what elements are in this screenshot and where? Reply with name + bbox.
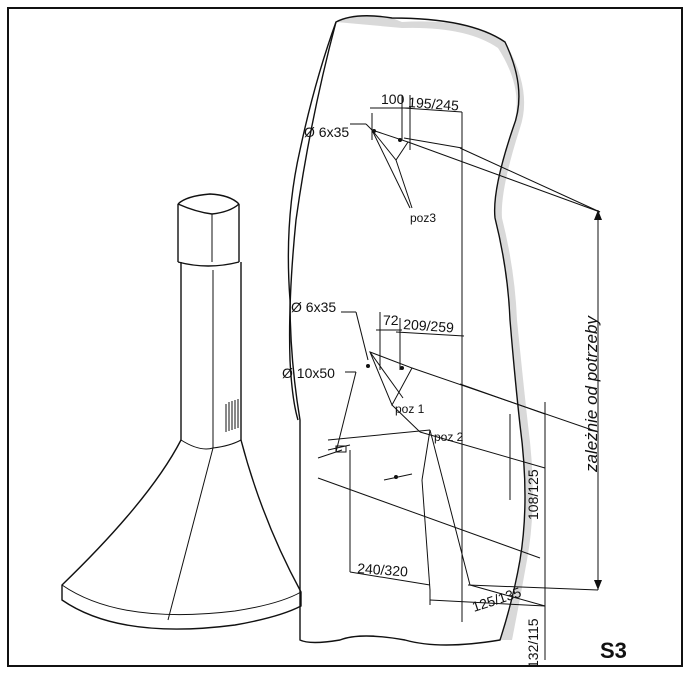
drawing-frame (7, 7, 683, 667)
wall-sheet-shadow (336, 15, 533, 640)
right-dimension-system (419, 210, 602, 660)
label-209-259: 209/259 (403, 316, 455, 336)
bracket-middle (341, 311, 599, 433)
chimney-top-rim-front (177, 203, 240, 215)
wall-sheet-left-edge (288, 21, 337, 421)
label-195-245: 195/245 (408, 94, 460, 114)
anchor-lower-left (335, 445, 347, 453)
screw-hole-top-1 (372, 129, 376, 133)
bracket-top-plate (370, 128, 409, 161)
screw-hole-mid-2 (400, 366, 404, 370)
label-132-115: 132/115 (525, 618, 541, 668)
labels: Ø 6x35 100 195/245 poz3 Ø 6x35 72 209/25… (282, 91, 627, 668)
hood-canopy-collar (180, 439, 242, 450)
label-dia-10x50: Ø 10x50 (282, 365, 335, 381)
vent-grille (225, 399, 239, 432)
bracket-middle-plate (369, 351, 413, 407)
label-dia-6x35-mid: Ø 6x35 (291, 299, 336, 315)
bracket-lower (317, 371, 546, 607)
hood-canopy-lower-rim (61, 584, 302, 616)
sheet-code: S3 (600, 638, 627, 663)
dim-209-line (395, 331, 465, 337)
label-100: 100 (381, 91, 405, 107)
wall-sheet (287, 15, 533, 646)
dim-195-line (403, 107, 463, 113)
screw-hole-lower (394, 475, 398, 479)
screw-hole-mid-1 (366, 364, 370, 368)
label-dia-6x35-top: Ø 6x35 (304, 124, 349, 140)
screw-hole-top-2 (398, 138, 402, 142)
chimney-top-rim-back (177, 193, 240, 205)
hood-canopy-outline (61, 439, 302, 630)
chimney-upper-bottom (177, 261, 240, 267)
label-poz2: poz 2 (434, 430, 464, 444)
chimney-hood (61, 193, 302, 630)
label-240-320: 240/320 (357, 560, 409, 580)
label-side-height: zależnie od potrzeby (582, 315, 601, 473)
label-poz3: poz3 (410, 211, 436, 225)
bracket-top (350, 95, 601, 622)
label-108-125: 108/125 (525, 469, 541, 520)
hood-canopy-front-crease (167, 447, 214, 621)
label-poz1: poz 1 (395, 402, 425, 416)
label-72: 72 (383, 312, 399, 328)
